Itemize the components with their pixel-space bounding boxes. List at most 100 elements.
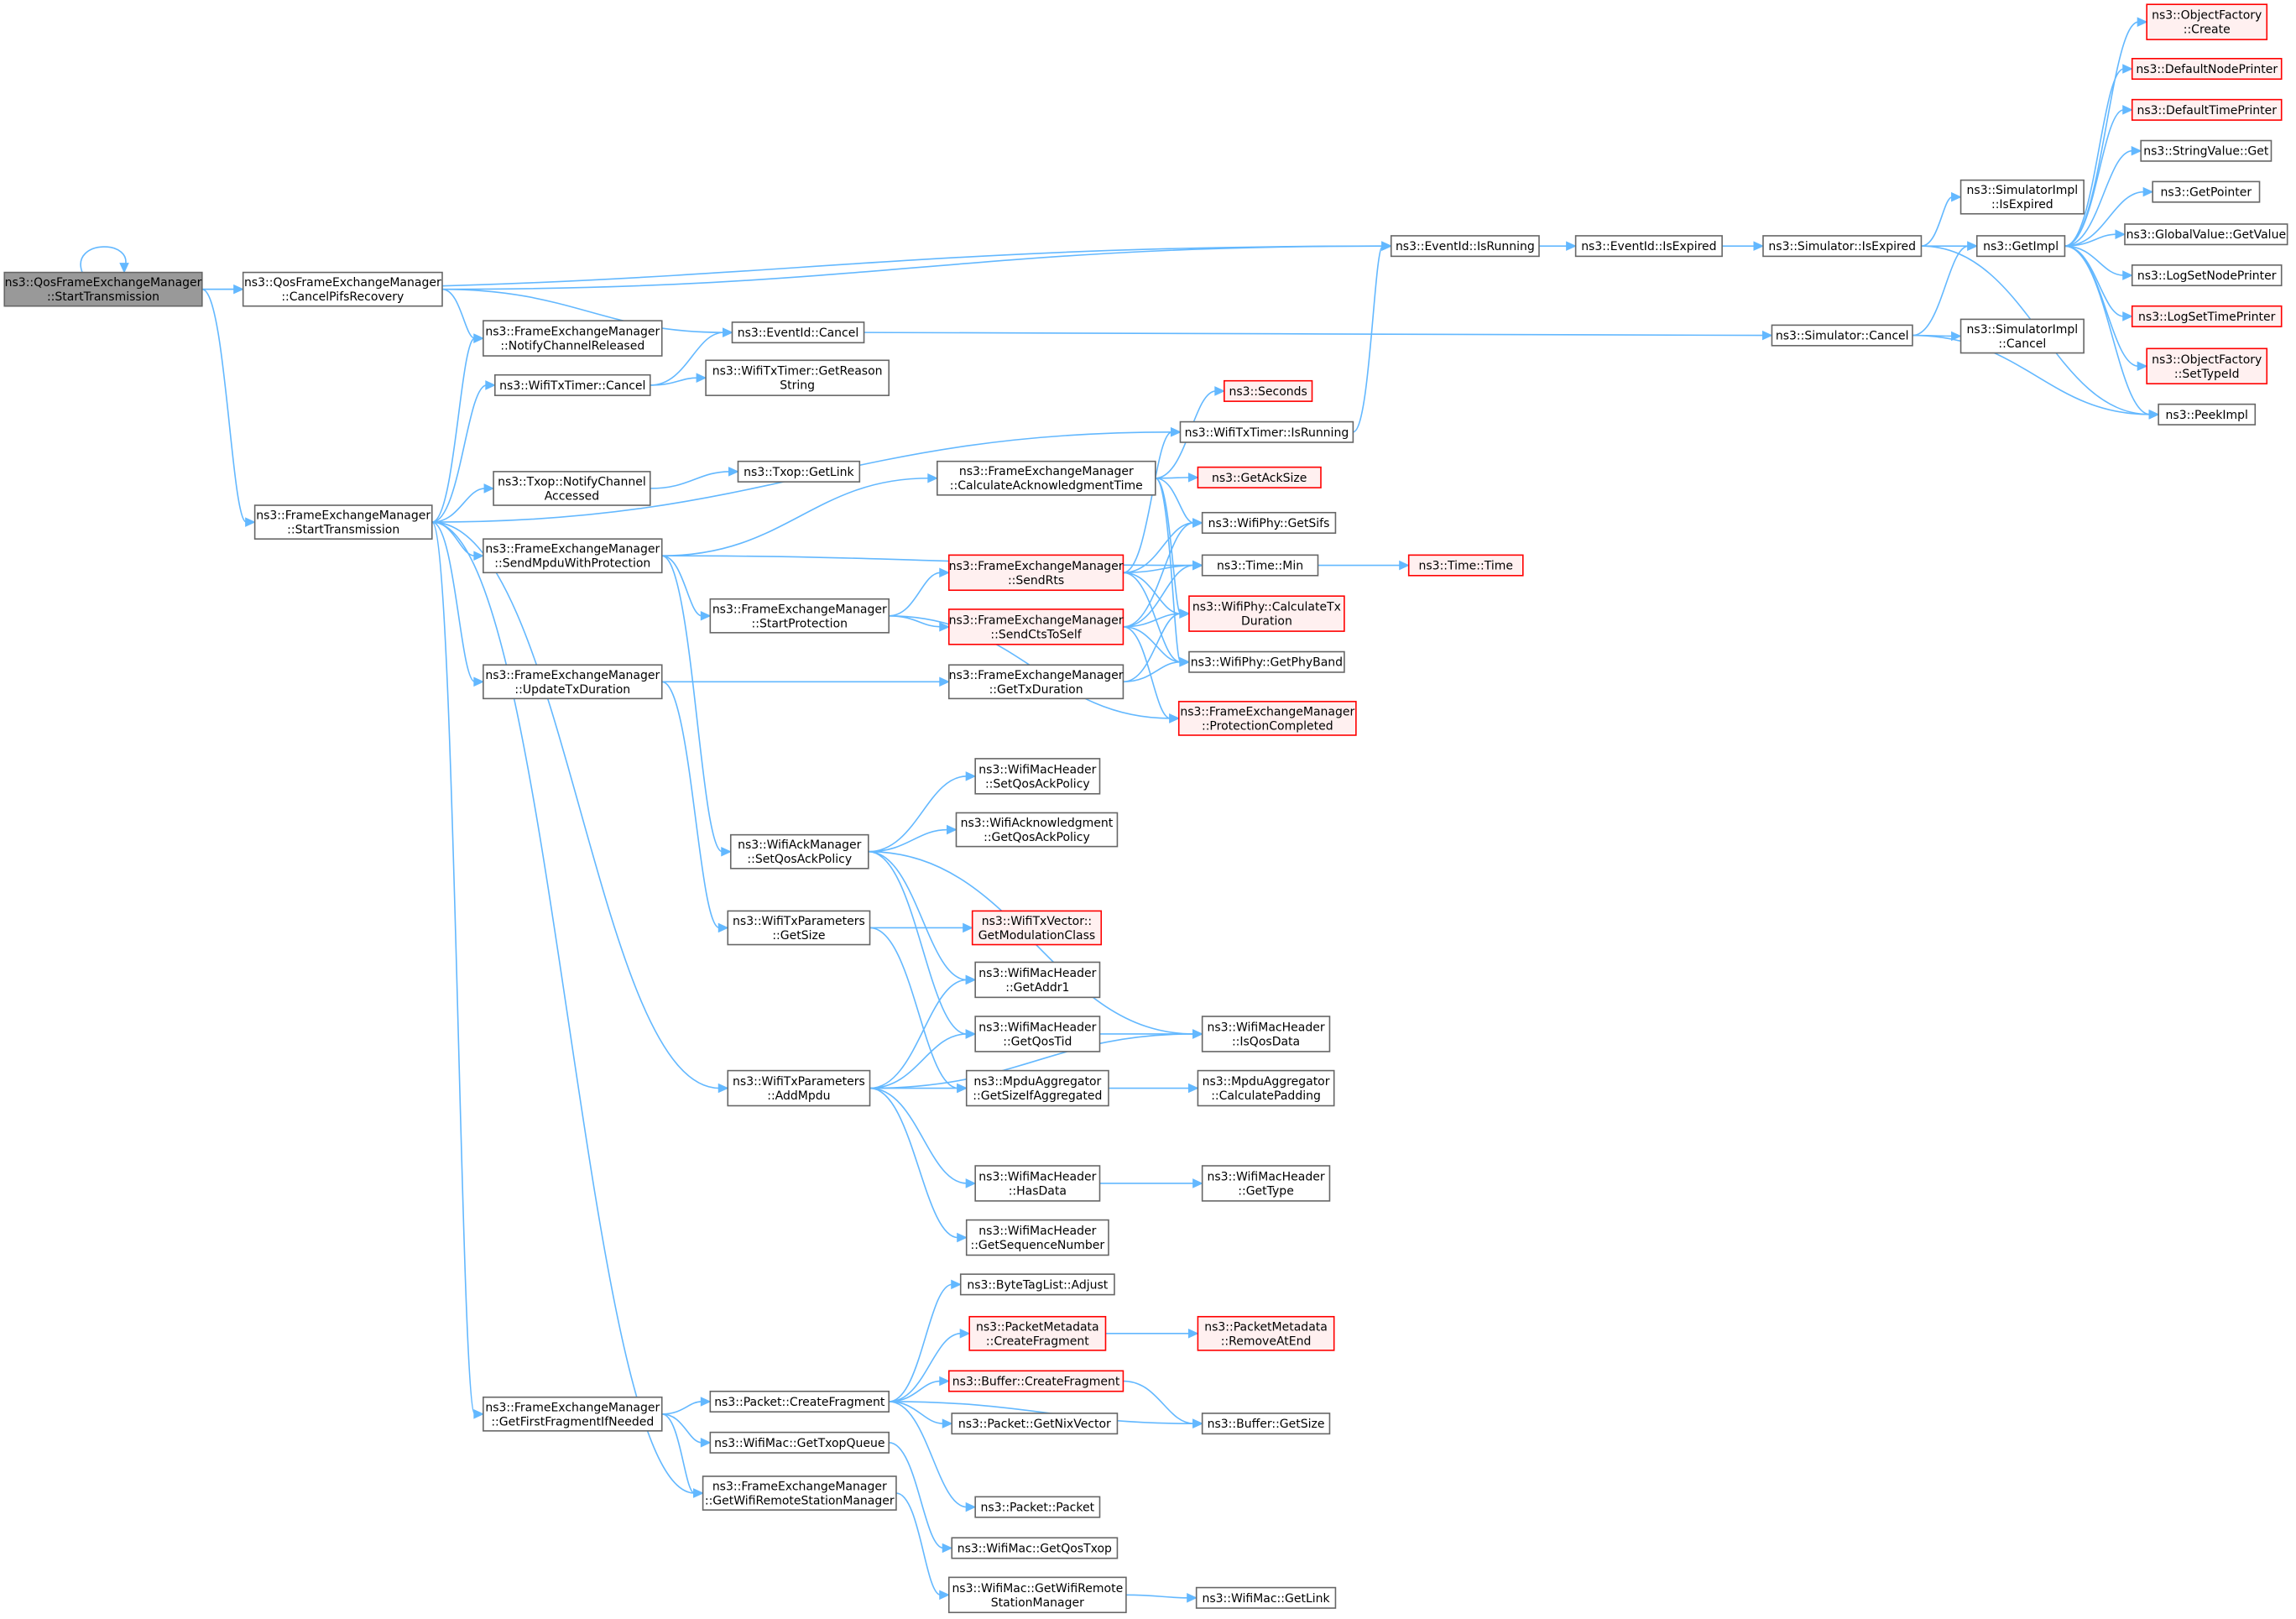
node-pktPacket[interactable]: ns3::Packet::Packet	[974, 1496, 1101, 1518]
node-box	[3, 271, 203, 307]
node-macGetLink[interactable]: ns3::WifiMac::GetLink	[1195, 1586, 1337, 1609]
node-defNodePrinter[interactable]: ns3::DefaultNodePrinter	[2131, 58, 2283, 81]
node-bufGetSize[interactable]: ns3::Buffer::GetSize	[1201, 1413, 1331, 1435]
node-eventCancel[interactable]: ns3::EventId::Cancel	[731, 321, 865, 344]
node-box	[947, 664, 1125, 700]
node-stringValueGet[interactable]: ns3::StringValue::Get	[2140, 139, 2273, 162]
node-pktCreateFrag[interactable]: ns3::Packet::CreateFragment	[709, 1390, 890, 1413]
node-setQosAckPolicyH[interactable]: ns3::WifiMacHeader::SetQosAckPolicy	[974, 758, 1101, 795]
arrowhead-icon	[939, 676, 950, 687]
node-label: ns3::ObjectFactory	[2152, 353, 2262, 367]
edge-line	[650, 471, 730, 489]
node-getImpl[interactable]: ns3::GetImpl	[1975, 235, 2066, 258]
edge-txopNotify-to-txopGetLink	[650, 467, 739, 489]
node-defTimePrinter[interactable]: ns3::DefaultTimePrinter	[2131, 98, 2283, 121]
node-getQosTid[interactable]: ns3::WifiMacHeader::GetQosTid	[974, 1016, 1101, 1052]
node-box	[709, 598, 890, 634]
node-getQosAckPolicy[interactable]: ns3::WifiAcknowledgment::GetQosAckPolicy	[955, 812, 1119, 848]
node-getPhyBand[interactable]: ns3::WifiPhy::GetPhyBand	[1188, 650, 1345, 673]
node-updateTxDur[interactable]: ns3::FrameExchangeManager::UpdateTxDurat…	[483, 664, 663, 700]
node-seconds[interactable]: ns3::Seconds	[1224, 379, 1313, 402]
node-cancelPifs[interactable]: ns3::QosFrameExchangeManager::CancelPifs…	[242, 271, 443, 307]
node-label: ns3::QosFrameExchangeManager	[5, 276, 202, 290]
edge-hasData-to-getType	[1099, 1178, 1203, 1188]
node-eventIsExpired[interactable]: ns3::EventId::IsExpired	[1574, 235, 1723, 258]
node-protCompleted[interactable]: ns3::FrameExchangeManager::ProtectionCom…	[1177, 701, 1357, 736]
node-getQosTxop[interactable]: ns3::WifiMac::GetQosTxop	[951, 1537, 1119, 1559]
node-getSeqNum[interactable]: ns3::WifiMacHeader::GetSequenceNumber	[965, 1219, 1109, 1256]
edge-pktCreateFrag-to-pktPacket	[889, 1401, 977, 1512]
node-box	[971, 910, 1103, 946]
node-addMpdu[interactable]: ns3::WifiTxParameters::AddMpdu	[727, 1069, 871, 1107]
node-objFactorySetTypeId[interactable]: ns3::ObjectFactory::SetTypeId	[2146, 347, 2268, 384]
node-hasData[interactable]: ns3::WifiMacHeader::HasData	[974, 1165, 1101, 1202]
node-objFactoryCreate[interactable]: ns3::ObjectFactory::Create	[2146, 3, 2268, 40]
node-bufCreateFrag[interactable]: ns3::Buffer::CreateFragment	[947, 1370, 1125, 1392]
node-label: ns3::FrameExchangeManager	[1180, 705, 1354, 718]
node-simCancel[interactable]: ns3::Simulator::Cancel	[1771, 324, 1913, 347]
node-label: ns3::Txop::GetLink	[744, 466, 854, 479]
node-timeMin[interactable]: ns3::Time::Min	[1201, 554, 1319, 577]
node-getAddr1[interactable]: ns3::WifiMacHeader::GetAddr1	[974, 961, 1101, 999]
node-logSetTimePrinter[interactable]: ns3::LogSetTimePrinter	[2131, 305, 2283, 327]
arrowhead-icon	[728, 467, 739, 477]
node-sendCts[interactable]: ns3::FrameExchangeManager::SendCtsToSelf	[947, 608, 1125, 645]
node-getAckSize[interactable]: ns3::GetAckSize	[1197, 466, 1322, 488]
node-ackMgrSetQos[interactable]: ns3::WifiAckManager::SetQosAckPolicy	[729, 833, 869, 870]
node-getTxDur[interactable]: ns3::FrameExchangeManager::GetTxDuration	[947, 664, 1125, 700]
node-timeTime[interactable]: ns3::Time::Time	[1407, 554, 1524, 577]
node-timerCancel[interactable]: ns3::WifiTxTimer::Cancel	[494, 373, 651, 396]
node-sendRts[interactable]: ns3::FrameExchangeManager::SendRts	[947, 554, 1125, 592]
node-simImplCancel[interactable]: ns3::SimulatorImpl::Cancel	[1959, 318, 2085, 354]
node-getModClass[interactable]: ns3::WifiTxVector::GetModulationClass	[971, 910, 1103, 946]
node-logSetNodePrinter[interactable]: ns3::LogSetNodePrinter	[2131, 264, 2283, 287]
node-getPointer[interactable]: ns3::GetPointer	[2152, 180, 2261, 203]
node-getWrsm[interactable]: ns3::FrameExchangeManager::GetWifiRemote…	[702, 1475, 897, 1511]
node-box	[955, 812, 1119, 848]
node-getSizeIfAgg[interactable]: ns3::MpduAggregator::GetSizeIfAggregated	[965, 1069, 1109, 1107]
node-timerIsRunning[interactable]: ns3::WifiTxTimer::IsRunning	[1179, 420, 1354, 443]
node-root[interactable]: ns3::QosFrameExchangeManager::StartTrans…	[3, 271, 203, 307]
edge-timerCancel-to-timerGetReason	[650, 373, 707, 386]
node-label: ns3::GetPointer	[2161, 186, 2252, 200]
node-pmRemoveAtEnd[interactable]: ns3::PacketMetadata::RemoveAtEnd	[1197, 1315, 1335, 1351]
edge-fmStartTx-to-addMpdu	[431, 521, 729, 1094]
node-pmCreateFrag[interactable]: ns3::PacketMetadata::CreateFragment	[968, 1315, 1107, 1351]
node-getTxopQueue[interactable]: ns3::WifiMac::GetTxopQueue	[709, 1431, 890, 1454]
node-calcPadding[interactable]: ns3::MpduAggregator::CalculatePadding	[1197, 1069, 1335, 1107]
node-isQosData[interactable]: ns3::WifiMacHeader::IsQosData	[1201, 1016, 1331, 1052]
edge-timerCancel-to-eventCancel	[650, 327, 733, 386]
node-macGetWrsm[interactable]: ns3::WifiMac::GetWifiRemoteStationManage…	[947, 1576, 1127, 1614]
edge-pktCreateFrag-to-pmCreateFrag	[889, 1329, 971, 1402]
node-getSifs[interactable]: ns3::WifiPhy::GetSifs	[1201, 511, 1337, 534]
edge-line	[869, 1033, 968, 1089]
node-txParamsGetSize[interactable]: ns3::WifiTxParameters::GetSize	[727, 910, 871, 946]
arrowhead-icon	[939, 1590, 950, 1601]
edge-line	[1352, 245, 1384, 433]
node-getFirstFrag[interactable]: ns3::FrameExchangeManager::GetFirstFragm…	[483, 1396, 663, 1432]
node-startProtection[interactable]: ns3::FrameExchangeManager::StartProtecti…	[709, 598, 890, 634]
node-label: ns3::EventId::Cancel	[738, 326, 859, 340]
node-simImplIsExpired[interactable]: ns3::SimulatorImpl::IsExpired	[1959, 179, 2085, 215]
edge-line	[869, 1087, 958, 1239]
node-getNixVector[interactable]: ns3::Packet::GetNixVector	[951, 1413, 1119, 1435]
node-getType[interactable]: ns3::WifiMacHeader::GetType	[1201, 1165, 1331, 1202]
edge-line	[889, 1401, 968, 1508]
arrowhead-icon	[1187, 1593, 1198, 1603]
edge-line	[889, 1283, 952, 1402]
node-fmStartTx[interactable]: ns3::FrameExchangeManager::StartTransmis…	[253, 504, 433, 540]
node-byteTagAdjust[interactable]: ns3::ByteTagList::Adjust	[959, 1273, 1115, 1296]
node-sendMpdu[interactable]: ns3::FrameExchangeManager::SendMpduWithP…	[483, 538, 663, 574]
node-txopGetLink[interactable]: ns3::Txop::GetLink	[737, 460, 861, 483]
node-globalValueGet[interactable]: ns3::GlobalValue::GetValue	[2124, 223, 2288, 246]
edge-updateTxDur-to-txParamsGetSize	[661, 681, 729, 933]
node-notifyChannelReleased[interactable]: ns3::FrameExchangeManager::NotifyChannel…	[483, 320, 663, 357]
node-calcAckTime[interactable]: ns3::FrameExchangeManager::CalculateAckn…	[937, 460, 1156, 496]
edge-line	[201, 288, 248, 523]
node-eventIsRunning[interactable]: ns3::EventId::IsRunning	[1390, 235, 1540, 258]
node-simIsExpired[interactable]: ns3::Simulator::IsExpired	[1762, 235, 1923, 258]
node-peekImpl[interactable]: ns3::PeekImpl	[2158, 403, 2257, 426]
